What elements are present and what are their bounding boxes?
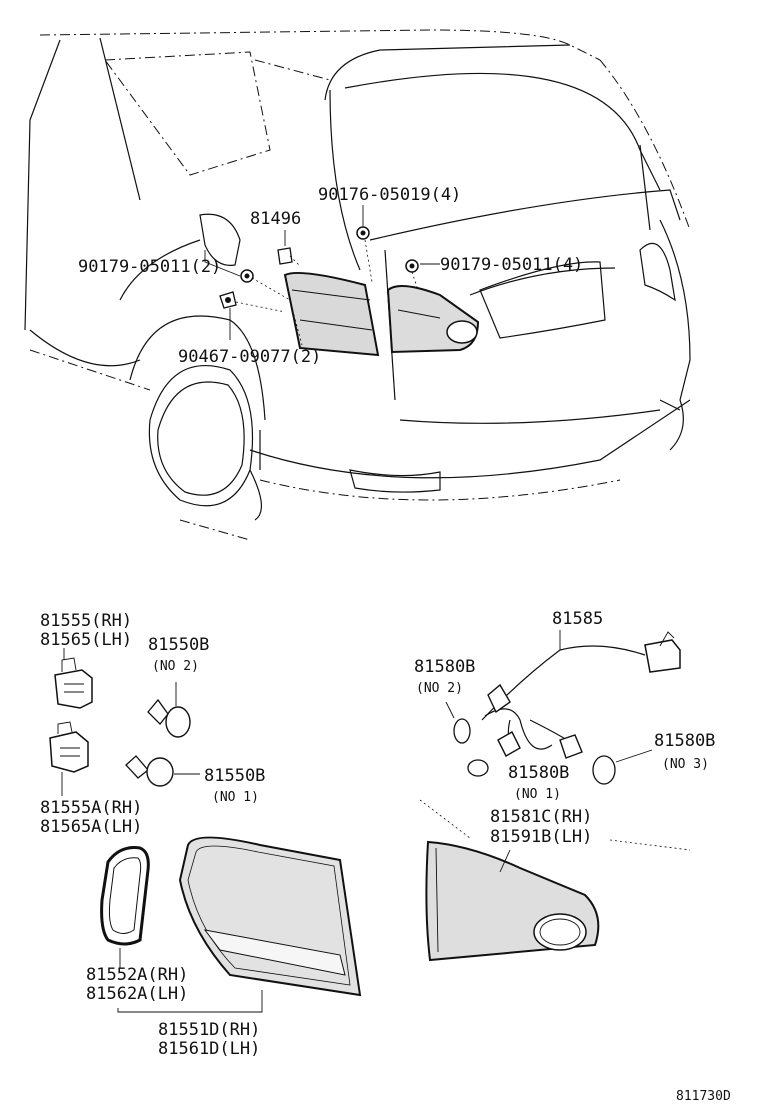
label-90176-05019: 90176-05019(4) bbox=[318, 185, 461, 205]
nut-icon bbox=[405, 259, 419, 273]
label-81550b-no2: 81550B bbox=[148, 635, 209, 655]
label-81585: 81585 bbox=[552, 609, 603, 629]
socket-icon bbox=[54, 657, 93, 709]
label-81565-lh: 81565(LH) bbox=[40, 630, 132, 650]
label-81550b-no1: 81550B bbox=[204, 766, 265, 786]
left-tail-lamp-installed bbox=[283, 271, 380, 357]
label-81562a-lh: 81562A(LH) bbox=[86, 984, 188, 1004]
label-81580b-no3: 81580B bbox=[654, 731, 715, 751]
label-90179-05011-left: 90179-05011(2) bbox=[78, 257, 221, 277]
gasket-outline bbox=[100, 846, 150, 946]
label-90467-09077: 90467-09077(2) bbox=[178, 347, 321, 367]
label-no2-left: (NO 2) bbox=[152, 659, 199, 674]
label-81555a-rh: 81555A(RH) bbox=[40, 798, 142, 818]
label-no2-right: (NO 2) bbox=[416, 681, 463, 696]
bulb-icon bbox=[125, 755, 200, 787]
label-no3-right: (NO 3) bbox=[662, 757, 709, 772]
tail-lamp-lens-right bbox=[425, 840, 600, 962]
label-no1-left: (NO 1) bbox=[212, 790, 259, 805]
tailgate-lamp-installed bbox=[386, 285, 480, 354]
label-81552a-rh: 81552A(RH) bbox=[86, 965, 188, 985]
label-81551d-rh: 81551D(RH) bbox=[158, 1020, 260, 1040]
tail-lamp-lens-left bbox=[178, 836, 362, 997]
figure-id: 811730D bbox=[676, 1089, 731, 1104]
label-81591b-lh: 81591B(LH) bbox=[490, 827, 592, 847]
screw-icon bbox=[219, 291, 237, 309]
clip-icon bbox=[277, 247, 301, 267]
nut-icon bbox=[356, 226, 370, 240]
bulb-icon bbox=[592, 749, 653, 785]
label-no1-right: (NO 1) bbox=[514, 787, 561, 802]
label-90179-05011-right: 90179-05011(4) bbox=[440, 255, 583, 275]
bulb-icon bbox=[467, 759, 489, 777]
label-81581c-rh: 81581C(RH) bbox=[490, 807, 592, 827]
nut-icon bbox=[240, 269, 254, 283]
label-81496: 81496 bbox=[250, 209, 301, 229]
bulb-icon bbox=[445, 701, 471, 744]
label-81580b-no1: 81580B bbox=[508, 763, 569, 783]
label-81555-rh: 81555(RH) bbox=[40, 611, 132, 631]
wire-harness bbox=[481, 631, 681, 759]
label-81580b-no2: 81580B bbox=[414, 657, 475, 677]
vehicle-rear-outline bbox=[24, 29, 691, 541]
socket-icon bbox=[49, 721, 89, 773]
bulb-icon bbox=[147, 682, 191, 738]
label-81565a-lh: 81565A(LH) bbox=[40, 817, 142, 837]
label-81561d-lh: 81561D(LH) bbox=[158, 1039, 260, 1059]
